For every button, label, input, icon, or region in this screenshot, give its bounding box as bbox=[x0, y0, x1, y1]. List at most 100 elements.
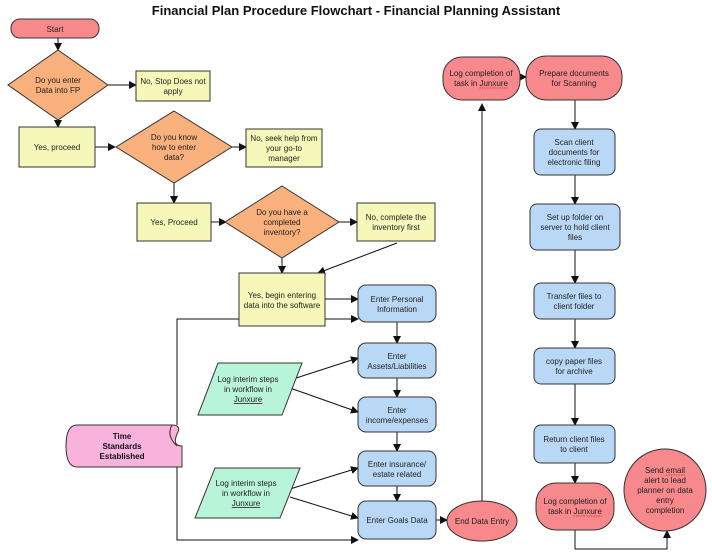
label-line: Log completion of bbox=[449, 69, 513, 78]
label-line: data? bbox=[164, 153, 185, 162]
label-line: inventory first bbox=[372, 223, 420, 232]
label-line: Do you enter bbox=[35, 76, 81, 85]
label-line: income/expenses bbox=[366, 416, 428, 425]
label-line: for Scanning bbox=[552, 79, 597, 88]
label-line: No, seek help from bbox=[250, 134, 317, 143]
label-line: Prepare documents bbox=[539, 69, 609, 78]
label-line: Set up folder on bbox=[547, 213, 603, 222]
label-line: Return client files bbox=[543, 435, 604, 444]
label-line: Assets/Liabilities bbox=[367, 362, 426, 371]
label-line: Transfer files to bbox=[547, 292, 602, 301]
label-line: how to enter bbox=[152, 143, 196, 152]
label-line: copy paper files bbox=[546, 357, 602, 366]
node-label-enter-insurance: Enter insurance/estate related bbox=[368, 460, 427, 479]
label-line: No, Stop Does not bbox=[140, 77, 206, 86]
label-line: in workflow in bbox=[222, 489, 270, 498]
label-line: Information bbox=[377, 305, 417, 314]
label-line: client folder bbox=[554, 302, 595, 311]
label-line: electronic filing bbox=[548, 158, 601, 167]
label-line: server to hold client bbox=[540, 223, 610, 232]
label-line: Scan client bbox=[554, 138, 594, 147]
label-line: manager bbox=[268, 154, 300, 163]
edge-time-to-goals bbox=[176, 467, 359, 544]
label-line: completed bbox=[264, 218, 301, 227]
edge-log2-to-goals bbox=[289, 496, 359, 520]
label-line: files bbox=[568, 233, 582, 242]
label-line: End Data Entry bbox=[455, 517, 509, 526]
label-line: Established bbox=[100, 452, 145, 461]
label-line: for archive bbox=[555, 367, 593, 376]
page-title: Financial Plan Procedure Flowchart - Fin… bbox=[151, 3, 561, 18]
label-line: Enter Personal bbox=[371, 295, 424, 304]
label-line: task in Junxure bbox=[548, 507, 602, 516]
label-line: your go-to bbox=[266, 144, 303, 153]
label-line: Yes, proceed bbox=[34, 143, 80, 152]
label-line: Standards bbox=[102, 442, 142, 451]
label-line: No, complete the bbox=[366, 213, 427, 222]
end-data-entry-terminator: End Data Entry bbox=[446, 500, 518, 542]
label-line: Time bbox=[113, 432, 132, 441]
label-line: Enter bbox=[387, 352, 406, 361]
label-line: Yes, Proceed bbox=[150, 218, 197, 227]
edge-log-bottom-to-email bbox=[574, 530, 671, 550]
label-line: Log interim steps bbox=[218, 375, 279, 384]
node-label-start: Start bbox=[47, 25, 65, 34]
label-line: task in Junxure bbox=[454, 79, 508, 88]
label-line: Junxure bbox=[234, 395, 263, 404]
label-line: Enter Goals Data bbox=[366, 516, 428, 525]
label-line: Do you have a bbox=[256, 208, 308, 217]
label-line: documents for bbox=[549, 148, 600, 157]
label-line: estate related bbox=[373, 470, 421, 479]
edge-log2-to-insurance bbox=[289, 466, 359, 490]
start-terminator: Start bbox=[10, 18, 100, 39]
label-line: apply bbox=[163, 87, 182, 96]
label-line: Enter insurance/ bbox=[368, 460, 427, 469]
label-line: in workflow in bbox=[224, 385, 272, 394]
label-line: Log interim steps bbox=[216, 479, 277, 488]
label-line: Send email bbox=[645, 466, 685, 475]
label-line: Log completion of bbox=[543, 497, 607, 506]
note-yes-proceed-2: Yes, Proceed bbox=[136, 202, 212, 242]
edge-inventory-to-begin bbox=[317, 242, 398, 275]
node-label-end-data-entry: End Data Entry bbox=[455, 517, 509, 526]
node-label-enter-goals: Enter Goals Data bbox=[366, 516, 428, 525]
label-line: completion bbox=[646, 506, 685, 515]
note-yes-proceed-1: Yes, proceed bbox=[18, 126, 96, 168]
label-line: inventory? bbox=[264, 228, 301, 237]
node-label-yes-proceed-2: Yes, Proceed bbox=[150, 218, 197, 227]
edge-log1-to-assets bbox=[289, 356, 359, 381]
process-enter-insurance: Enter insurance/estate related bbox=[357, 450, 437, 487]
